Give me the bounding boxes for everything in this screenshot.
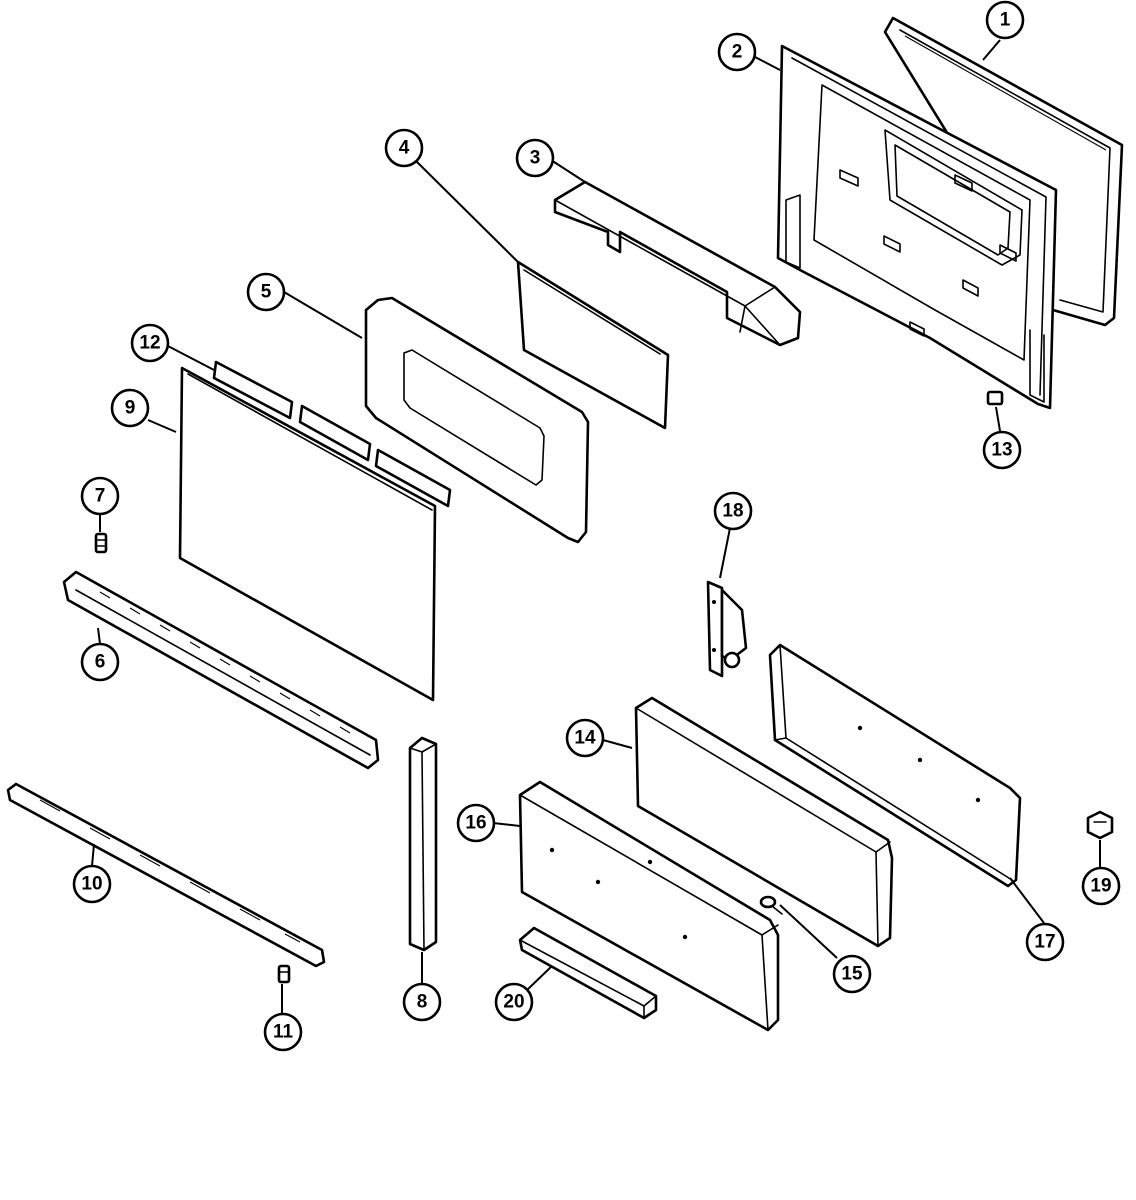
part-6-top-trim — [62, 570, 380, 770]
part-7-screw — [94, 532, 108, 554]
callout-label: 16 — [465, 813, 486, 834]
callout-8: 8 — [402, 982, 442, 1022]
callout-label: 9 — [125, 398, 136, 419]
callout-label: 19 — [1090, 876, 1111, 897]
part-11-screw — [277, 964, 291, 984]
callout-4: 4 — [384, 128, 424, 168]
callout-11: 11 — [263, 1012, 303, 1052]
callout-10: 10 — [72, 864, 112, 904]
part-2-inner-frame — [776, 44, 1058, 410]
part-16-drawer-front — [518, 780, 780, 1032]
part-10-lower-trim — [6, 782, 326, 968]
callouts: 1 2 3 4 5 6 7 8 — [72, 0, 1121, 1052]
callout-20: 20 — [494, 982, 534, 1022]
callout-7: 7 — [80, 476, 120, 516]
callout-1: 1 — [985, 0, 1025, 40]
callout-3: 3 — [515, 138, 555, 178]
callout-9: 9 — [110, 388, 150, 428]
callout-5: 5 — [246, 272, 286, 312]
callout-label: 4 — [399, 138, 410, 159]
callout-15: 15 — [832, 954, 872, 994]
part-9-outer-glass — [178, 366, 437, 702]
callout-13: 13 — [982, 430, 1022, 470]
part-19-clip — [1086, 810, 1114, 840]
callout-label: 6 — [95, 652, 106, 673]
part-8-vertical-strip — [408, 736, 438, 952]
callout-12: 12 — [130, 323, 170, 363]
part-20-drawer-strip — [518, 926, 658, 1020]
callout-label: 18 — [722, 501, 743, 522]
callout-label: 11 — [273, 1022, 294, 1043]
callout-label: 14 — [574, 728, 596, 749]
part-15-screw — [759, 895, 783, 915]
callout-17: 17 — [1025, 922, 1065, 962]
callout-19: 19 — [1081, 866, 1121, 906]
part-18-hinge-bracket — [706, 580, 748, 678]
callout-label: 5 — [261, 282, 272, 303]
callout-label: 17 — [1034, 932, 1055, 953]
callout-label: 1 — [1000, 10, 1011, 31]
callout-label: 3 — [530, 148, 541, 169]
part-3-top-insulation — [553, 180, 802, 347]
callout-label: 12 — [139, 333, 160, 354]
callout-label: 10 — [81, 874, 102, 895]
callout-16: 16 — [456, 803, 496, 843]
callout-18: 18 — [713, 491, 753, 531]
callout-label: 2 — [732, 42, 743, 63]
part-13-clip — [986, 390, 1004, 406]
part-12-tape-strips — [212, 360, 452, 508]
callout-label: 8 — [417, 992, 428, 1013]
part-4-glass-panel — [516, 260, 670, 430]
callout-label: 20 — [503, 992, 524, 1013]
callout-label: 13 — [991, 440, 1012, 461]
part-14-drawer-block — [634, 696, 894, 948]
part-5-window-frame — [364, 296, 590, 544]
callout-14: 14 — [565, 718, 605, 758]
callout-6: 6 — [80, 642, 120, 682]
callout-2: 2 — [717, 32, 757, 72]
leader-lines — [91, 39, 1101, 1014]
callout-label: 7 — [95, 486, 106, 507]
part-17-drawer-panel — [768, 643, 1022, 888]
callout-label: 15 — [841, 964, 863, 985]
